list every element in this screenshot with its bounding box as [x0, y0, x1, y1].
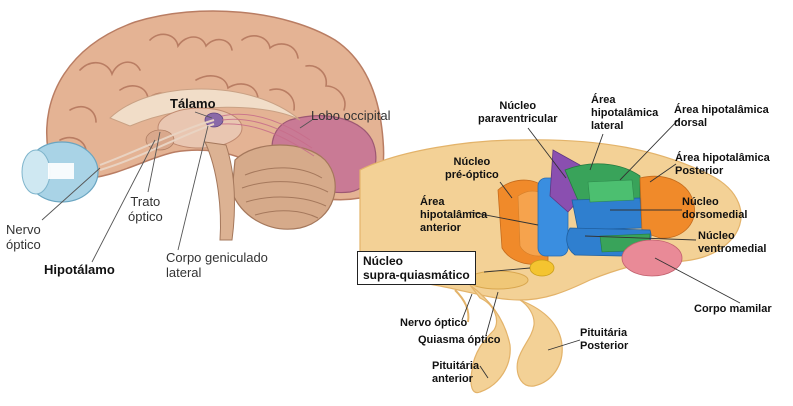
label-talamo: Tálamo — [170, 96, 216, 111]
label-corpo-mamilar: Corpo mamilar — [694, 303, 772, 315]
label-nucleo-ventromedial: Núcleo ventromedial — [698, 230, 767, 255]
stalk-and-pituitary — [469, 284, 563, 394]
label-nucleo-supra-quiasmatico: Núcleo supra-quiasmático — [357, 251, 476, 286]
label-lobo-occipital: Lobo occipital — [311, 108, 391, 123]
label-nucleo-pre-optico: Núcleo pré-óptico — [445, 156, 499, 181]
label-area-hipotalamica-dorsal: Área hipotalâmica dorsal — [674, 104, 769, 129]
label-nervo-optico-right: Nervo óptico — [400, 317, 468, 329]
label-nucleo-paraventricular: Núcleo paraventricular — [478, 100, 558, 125]
eye — [21, 141, 99, 203]
label-area-hipotalamica-anterior: Área hipotalâmica anterior — [420, 196, 488, 234]
label-area-hipotalamica-posterior: Área hipotalâmica Posterior — [675, 152, 770, 177]
dorsal-area-green — [587, 179, 635, 203]
brain-sagittal — [21, 10, 385, 263]
left-leader-lines — [41, 111, 313, 263]
right-leader-lines — [461, 117, 741, 379]
optic-radiation — [221, 113, 315, 157]
label-trato-optico: Trato óptico — [128, 194, 163, 225]
label-quiasma-optico: Quiasma óptico — [418, 334, 501, 346]
optic-tract — [99, 119, 215, 171]
suprachiasmatic-nucleus — [529, 259, 555, 277]
posterior-area — [639, 175, 695, 239]
dorsomedial-nucleus — [571, 197, 643, 231]
brainstem — [204, 141, 235, 241]
label-area-hipotalamica-lateral: Área hipotalâmica lateral — [591, 94, 659, 132]
label-corpo-geniculado: Corpo geniculado lateral — [166, 250, 268, 281]
label-nucleo-dorsomedial: Núcleo dorsomedial — [682, 196, 748, 221]
label-pituitaria-posterior: Pituitária Posterior — [580, 327, 629, 352]
mammillary-body — [621, 239, 683, 277]
label-nervo-optico-left: Nervo óptico — [6, 222, 41, 253]
label-pituitaria-anterior: Pituitária anterior — [432, 360, 480, 385]
label-hipotalamo: Hipotálamo — [44, 262, 115, 277]
cerebellum — [231, 144, 336, 230]
optic-chiasm — [467, 270, 529, 290]
